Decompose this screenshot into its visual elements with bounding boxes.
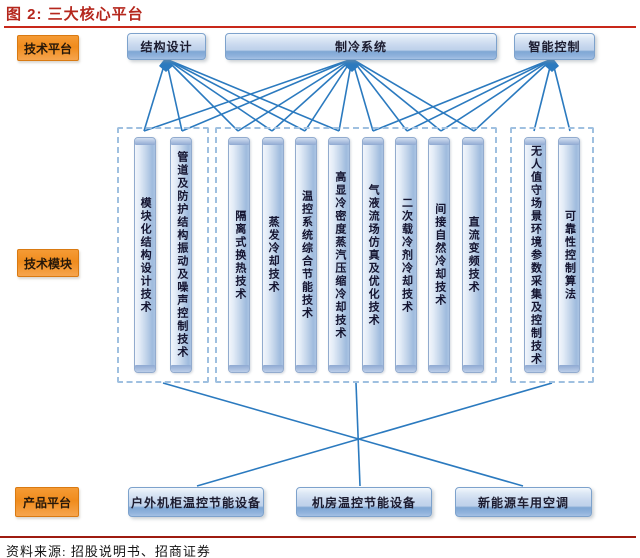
module-bar: 二次载冷剂冷却技术	[394, 137, 417, 373]
module-bar-label: 无人值守场景环境参数采集及控制技术	[529, 144, 542, 366]
module-group-intelligent-control: 无人值守场景环境参数采集及控制技术 可靠性控制算法	[510, 127, 594, 383]
module-bar-label: 温控系统综合节能技术	[300, 190, 313, 320]
module-bar-label: 高显冷密度蒸汽压缩冷却技术	[333, 170, 346, 340]
module-bar-label: 间接自然冷却技术	[433, 203, 446, 307]
row-label-product-platform: 产品平台	[15, 487, 79, 517]
module-bar-label: 二次载冷剂冷却技术	[400, 196, 413, 314]
platform-box-structure-design: 结构设计	[127, 33, 206, 60]
row-label-tech-platform: 技术平台	[17, 35, 79, 61]
module-bar: 隔离式换热技术	[228, 137, 251, 373]
module-bar: 蒸发冷却技术	[261, 137, 284, 373]
module-bar: 直流变频技术	[461, 137, 484, 373]
module-bar: 无人值守场景环境参数采集及控制技术	[524, 137, 546, 373]
product-box-machine-room-equipment: 机房温控节能设备	[296, 487, 432, 517]
module-bar-label: 管道及防护结构振动及噪声控制技术	[175, 151, 188, 359]
module-bar-label: 隔离式换热技术	[233, 209, 246, 301]
source-note: 资料来源: 招股说明书、招商证券	[6, 544, 211, 558]
footer-rule	[0, 536, 636, 538]
module-bar: 温控系统综合节能技术	[294, 137, 317, 373]
module-bar: 可靠性控制算法	[558, 137, 580, 373]
product-box-nev-air-conditioner: 新能源车用空调	[455, 487, 592, 517]
module-bar: 高显冷密度蒸汽压缩冷却技术	[328, 137, 351, 373]
platform-box-intelligent-control: 智能控制	[514, 33, 595, 60]
row-label-tech-modules: 技术模块	[17, 249, 79, 277]
module-bar-label: 模块化结构设计技术	[139, 196, 152, 314]
product-box-outdoor-cabinet-equipment: 户外机柜温控节能设备	[128, 487, 264, 517]
module-bar: 管道及防护结构振动及噪声控制技术	[170, 137, 193, 373]
platform-box-refrigeration-system: 制冷系统	[225, 33, 497, 60]
module-group-refrigeration: 隔离式换热技术 蒸发冷却技术 温控系统综合节能技术 高显冷密度蒸汽压缩冷却技术 …	[215, 127, 497, 383]
module-bar-label: 直流变频技术	[467, 216, 480, 294]
module-group-structure: 模块化结构设计技术 管道及防护结构振动及噪声控制技术	[117, 127, 209, 383]
module-bar: 气液流场仿真及优化技术	[361, 137, 384, 373]
title-underline	[4, 26, 636, 28]
module-bar: 间接自然冷却技术	[428, 137, 451, 373]
module-bar-label: 蒸发冷却技术	[267, 216, 280, 294]
module-bar-label: 气液流场仿真及优化技术	[367, 183, 380, 327]
module-bar: 模块化结构设计技术	[133, 137, 156, 373]
module-bar-label: 可靠性控制算法	[563, 209, 576, 301]
figure-title: 图 2: 三大核心平台	[6, 6, 144, 23]
